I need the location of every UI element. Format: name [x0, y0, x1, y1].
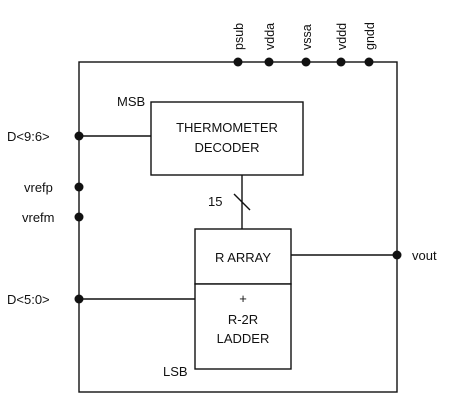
bus-width-slash [233, 193, 251, 211]
r2r-label-line2: LADDER [217, 331, 270, 346]
pin-dot-vrefm [74, 212, 84, 222]
pin-label-vddd: vddd [335, 23, 349, 50]
pin-dot-vddd [336, 57, 346, 67]
r2r-label-line1: R-2R [228, 312, 258, 327]
r-array-block [194, 228, 292, 285]
pin-label-d-low: D<5:0> [7, 292, 50, 307]
pin-label-gndd: gndd [363, 22, 377, 50]
pin-label-vrefp: vrefp [24, 180, 53, 195]
top-pin-vdda: vdda [263, 23, 277, 67]
pin-label-vrefm: vrefm [22, 210, 55, 225]
top-pin-gndd: gndd [363, 22, 377, 67]
r2r-plus-label: + [239, 291, 247, 306]
pin-label-d-high: D<9:6> [7, 129, 50, 144]
pin-dot-vssa [301, 57, 311, 67]
pin-dot-vdda [264, 57, 274, 67]
bus-width-label: 15 [208, 194, 222, 209]
pin-dot-gndd [364, 57, 374, 67]
pin-dot-vrefp [74, 182, 84, 192]
pin-dot-psub [233, 57, 243, 67]
msb-label: MSB [117, 94, 145, 109]
lsb-label: LSB [163, 364, 188, 379]
pin-label-vdda: vdda [263, 23, 277, 50]
pin-label-psub: psub [232, 23, 246, 50]
r-array-label: R ARRAY [215, 250, 271, 265]
pin-dot-vout [392, 250, 402, 260]
top-pin-vssa: vssa [300, 24, 314, 67]
r2r-ladder-block [194, 283, 292, 370]
thermometer-decoder-block [150, 101, 304, 176]
top-pin-vddd: vddd [335, 23, 349, 67]
top-pin-psub: psub [232, 23, 246, 67]
pin-label-vssa: vssa [300, 24, 314, 50]
decoder-label-line2: DECODER [194, 140, 259, 155]
decoder-label-line1: THERMOMETER [176, 120, 278, 135]
pin-label-vout: vout [412, 248, 437, 263]
